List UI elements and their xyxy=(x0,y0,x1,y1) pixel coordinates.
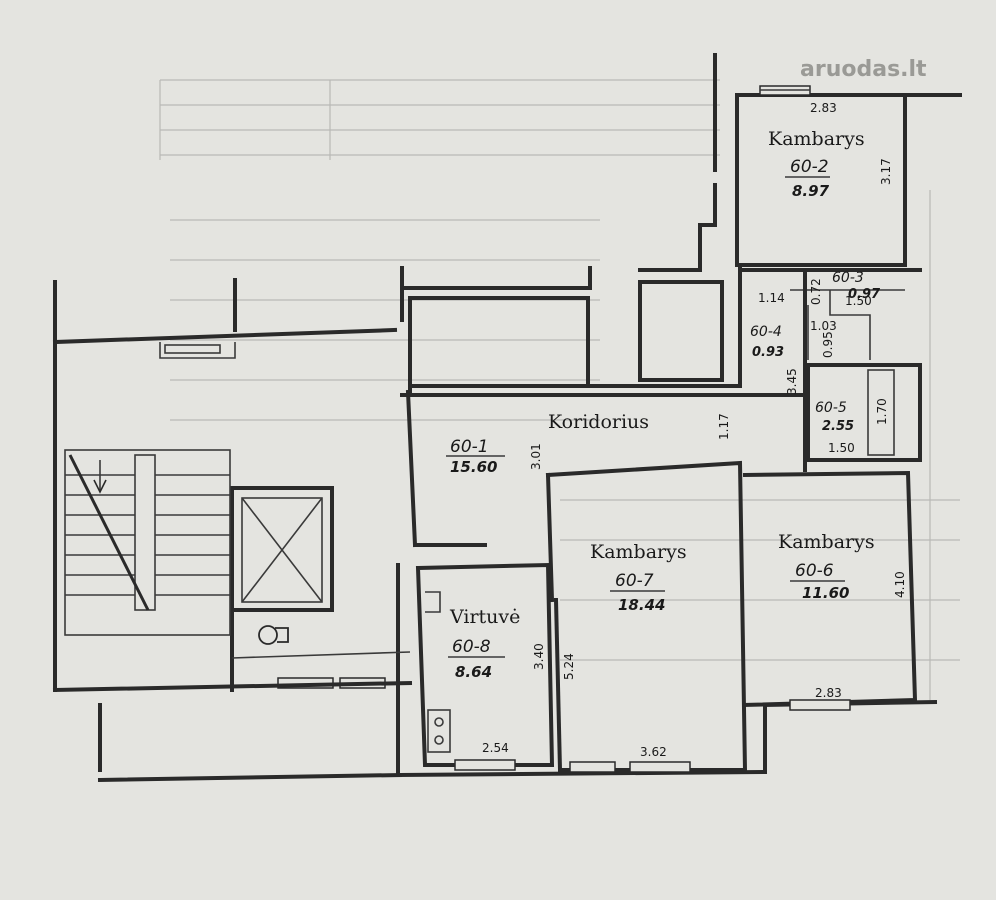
corridor-area: 15.60 xyxy=(450,458,497,476)
room-6-label: Kambarys 60-6 11.60 4.10 2.83 xyxy=(778,531,907,700)
room-4-code: 60-4 xyxy=(750,324,782,340)
kitchen-code: 60-8 xyxy=(452,637,491,657)
room-2-name: Kambarys xyxy=(768,128,865,150)
corridor-dim-b: 1.17 xyxy=(717,413,731,440)
room-4-dim-c: 0.95 xyxy=(821,331,835,358)
kitchen-fixtures xyxy=(425,591,451,753)
room-6-name: Kambarys xyxy=(778,531,875,553)
room-2-dim-top: 2.83 xyxy=(810,101,837,115)
room-2-area: 8.97 xyxy=(792,182,830,200)
room-3-code: 60-3 xyxy=(832,270,864,286)
room-7-code: 60-7 xyxy=(615,571,654,591)
room-3-area: 0.97 xyxy=(848,287,881,302)
kitchen-dim-side: 3.40 xyxy=(532,643,546,670)
meter-icon xyxy=(258,625,289,645)
room-2-code: 60-2 xyxy=(790,157,829,177)
kitchen-area: 8.64 xyxy=(455,663,492,681)
room-7-dim-side: 5.24 xyxy=(562,653,576,680)
room-7-area: 18.44 xyxy=(618,596,665,614)
room-3-dim-b: 1.50 xyxy=(845,294,872,308)
corridor-code: 60-1 xyxy=(450,437,489,457)
room-2-dim-side: 3.17 xyxy=(879,158,893,185)
room-5-dim-bottom: 1.50 xyxy=(828,441,855,455)
room-4-label: 60-4 0.93 1.14 1.03 0.95 3.45 xyxy=(750,291,837,395)
corridor-dim-a: 3.01 xyxy=(529,443,543,470)
watermark-logo: aruodas.lt xyxy=(800,57,927,82)
room-3-label: 60-3 0.97 0.72 1.50 xyxy=(809,270,881,308)
room-5-area: 2.55 xyxy=(822,419,854,434)
room-7-label: Kambarys 60-7 18.44 5.24 3.62 xyxy=(562,541,687,759)
room-5-code: 60-5 xyxy=(815,400,847,416)
room-2-label: Kambarys 60-2 8.97 2.83 3.17 xyxy=(768,101,893,200)
room-4-dim-d: 3.45 xyxy=(785,368,799,395)
kitchen-dim-bottom: 2.54 xyxy=(482,741,509,755)
room-6-dim-side: 4.10 xyxy=(893,571,907,598)
room-4-area: 0.93 xyxy=(752,345,784,360)
room-7-name: Kambarys xyxy=(590,541,687,563)
room-4-dim-b: 1.03 xyxy=(810,319,837,333)
room-6-area: 11.60 xyxy=(802,584,849,602)
corridor-label: Koridorius 60-1 15.60 3.01 1.17 xyxy=(446,411,731,476)
corridor-name: Koridorius xyxy=(548,411,649,433)
room-5-dim-side: 1.70 xyxy=(875,398,889,425)
room-6-code: 60-6 xyxy=(795,561,834,581)
room-6-dim-bottom: 2.83 xyxy=(815,686,842,700)
watermark-text: aruodas.lt xyxy=(800,57,927,82)
room-5-label: 60-5 2.55 1.70 1.50 xyxy=(815,398,889,455)
background-table-ghost xyxy=(159,79,960,700)
room-7-dim-bottom: 3.62 xyxy=(640,745,667,759)
staircase xyxy=(64,449,231,636)
kitchen-label: Virtuvė 60-8 8.64 3.40 2.54 xyxy=(448,606,546,755)
room-4-dim-a: 1.14 xyxy=(758,291,785,305)
room-3-dim-a: 0.72 xyxy=(809,278,823,305)
walls xyxy=(52,53,962,783)
kitchen-name: Virtuvė xyxy=(449,606,520,628)
